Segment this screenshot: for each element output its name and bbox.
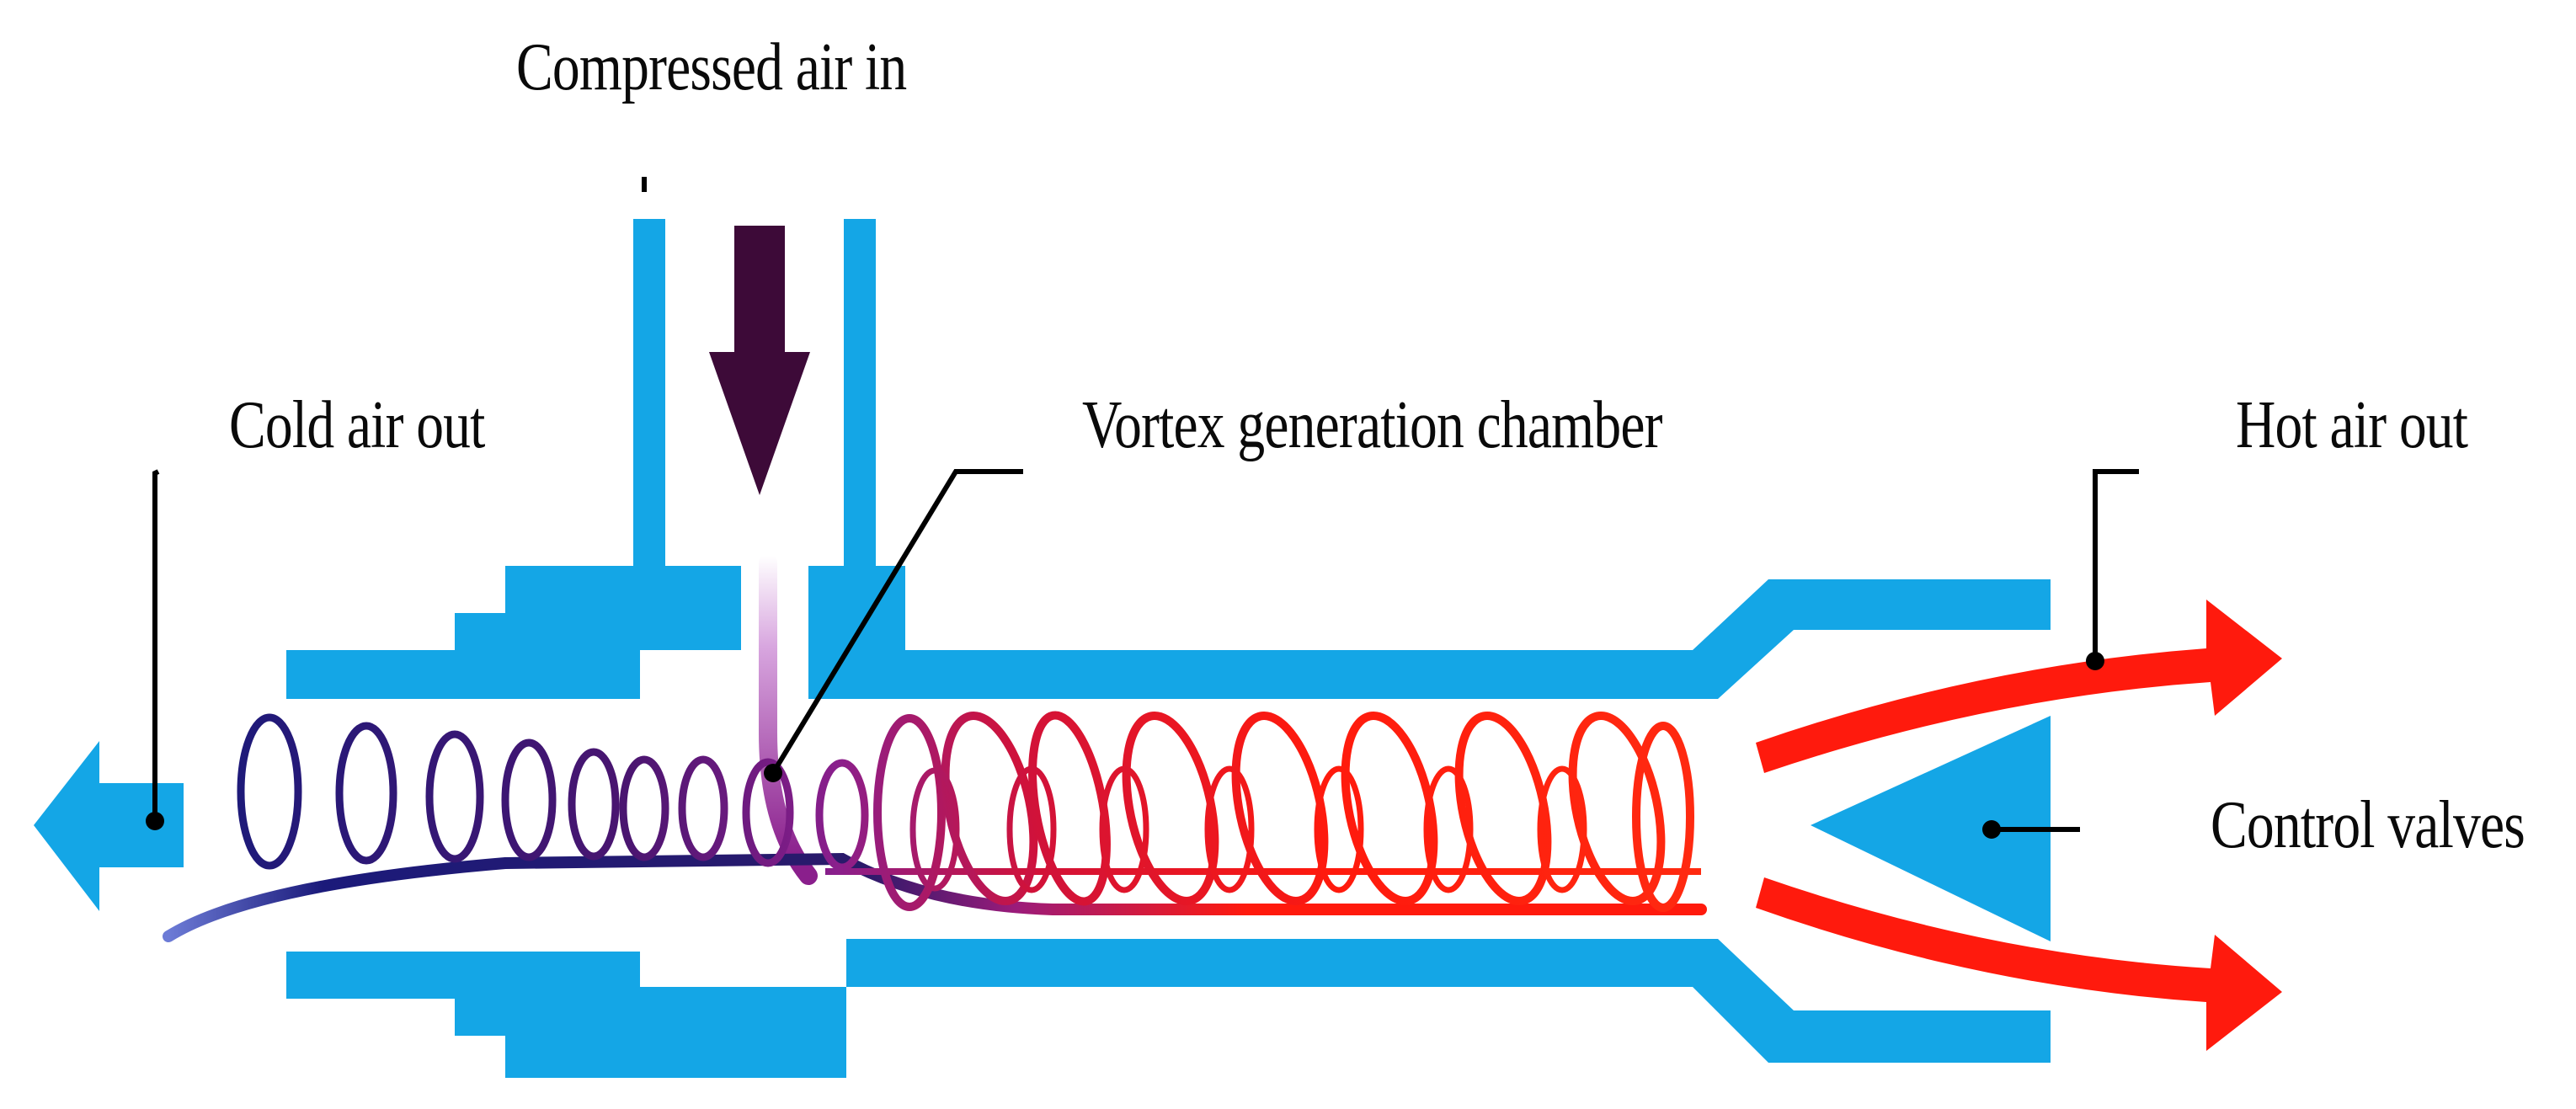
hot-air-out-lower-arrow xyxy=(1756,877,2282,1051)
control-valve-cone xyxy=(1811,716,2051,941)
hot-spiral-inner-loops xyxy=(909,765,1587,893)
upper-tube-wall xyxy=(808,566,2051,699)
hot-air-out-arrows xyxy=(1756,600,2282,1051)
vortex-chamber-leader xyxy=(771,469,1023,775)
hot-air-out-upper-arrow xyxy=(1756,600,2282,773)
cold-air-out-label: Cold air out xyxy=(229,388,485,462)
inlet-pipe-left-wall xyxy=(633,219,665,573)
upper-stepped-block xyxy=(286,566,741,699)
inlet-pipe-right-wall xyxy=(844,219,876,573)
tube-body xyxy=(34,219,2051,1078)
hot-air-out-leader xyxy=(2093,469,2139,657)
lower-tube-wall xyxy=(846,939,2051,1063)
cold-air-out-arrow xyxy=(34,741,184,911)
compressed-air-in-label: Compressed air in xyxy=(516,30,907,104)
hot-air-out-label: Hot air out xyxy=(2236,388,2468,462)
vortex-spiral xyxy=(163,711,1707,942)
cold-air-out-leader xyxy=(152,469,160,821)
vortex-axis-flow xyxy=(163,852,1707,942)
vortex-generation-chamber-label: Vortex generation chamber xyxy=(1082,388,1662,462)
cold-spiral-loops xyxy=(237,713,869,872)
compressed-air-in-arrow xyxy=(709,226,810,495)
control-valves-label: Control valves xyxy=(2211,788,2525,862)
leader-lines xyxy=(152,177,2139,832)
leader-dots xyxy=(146,652,2104,839)
hot-spiral-loops xyxy=(873,711,1694,912)
lower-stepped-block xyxy=(286,952,846,1078)
